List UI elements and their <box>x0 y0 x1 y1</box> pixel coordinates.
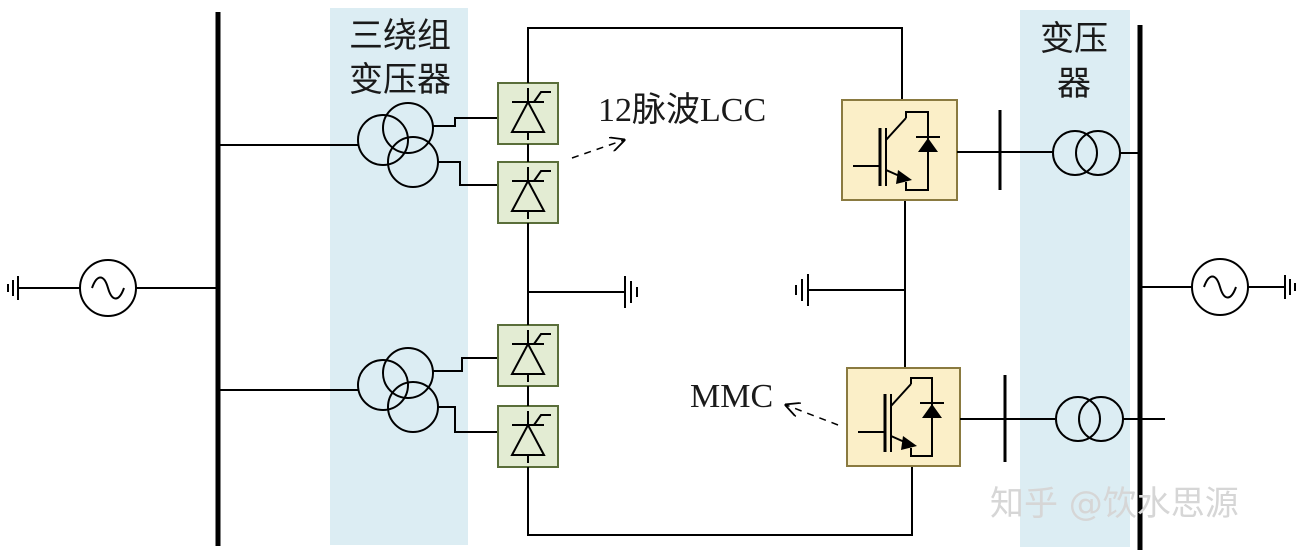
ground-icon <box>7 276 19 300</box>
igbt-diode-icon <box>841 99 1053 201</box>
thyristor-valve-icon <box>497 405 559 468</box>
ground-icon <box>624 276 638 308</box>
transformer-zone-left <box>330 8 468 545</box>
three-winding-transformer-label-line2: 变压器 <box>349 60 451 100</box>
transformer-icon <box>218 347 498 433</box>
ac-source-left <box>18 259 218 317</box>
thyristor-valve-icon <box>497 161 559 224</box>
lcc-label: 12脉波LCC <box>598 91 766 129</box>
right-transformer-label-line1: 变压 <box>1040 19 1108 59</box>
mmc-label: MMC <box>690 378 773 415</box>
dc-wiring <box>527 27 913 536</box>
igbt-diode-icon <box>846 367 1055 467</box>
three-winding-transformer-label-line1: 三绕组 <box>349 16 451 56</box>
right-transformer-label-line2: 器 <box>1057 64 1091 104</box>
ground-icon <box>795 274 809 306</box>
watermark: 知乎 @饮水思源 <box>990 484 1239 524</box>
transformer-icon <box>1052 130 1140 176</box>
ground-icon <box>1284 275 1296 299</box>
transformer-icon <box>1055 396 1165 442</box>
thyristor-valve-icon <box>497 82 559 145</box>
transformer-icon <box>218 102 498 188</box>
thyristor-valve-icon <box>497 324 559 387</box>
mmc-pointer-arrow <box>786 405 839 426</box>
ac-source-right <box>1140 258 1285 316</box>
lcc-pointer-arrow <box>571 140 624 159</box>
transformer-zone-right <box>1020 10 1130 547</box>
